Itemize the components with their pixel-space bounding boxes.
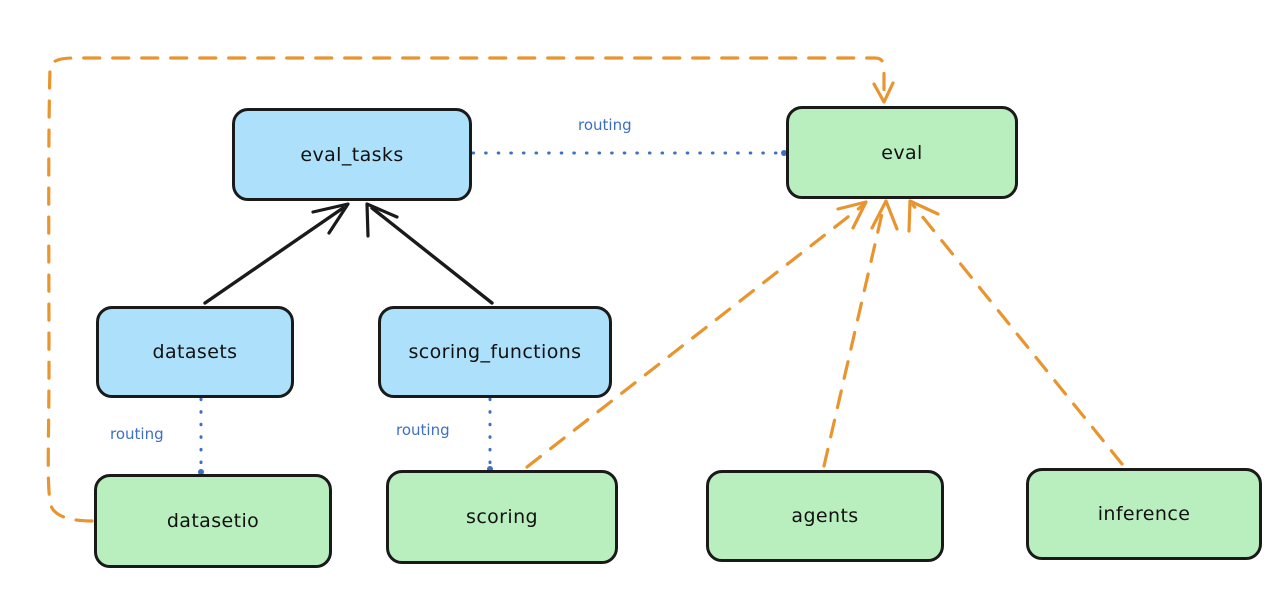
node-inference[interactable]: inference [1026,468,1262,560]
edge-label-routing-scoring-functions: routing [396,421,450,439]
node-eval[interactable]: eval [786,106,1018,199]
edge-datasetio-eval [46,56,895,523]
node-datasetio-label: datasetio [166,510,260,532]
node-agents-label: agents [791,505,859,527]
node-datasets-label: datasets [152,341,238,363]
node-inference-label: inference [1097,503,1191,525]
node-agents[interactable]: agents [706,470,944,562]
edge-agents-eval [822,199,899,468]
edge-scoring-functions-scoring [487,397,493,472]
edge-datasets-datasetio [198,397,204,475]
node-datasets[interactable]: datasets [96,306,294,398]
edge-scoring-eval [525,200,868,469]
edge-label-routing-datasets: routing [110,425,164,443]
node-eval-tasks-label: eval_tasks [300,143,404,166]
node-scoring-label: scoring [466,506,538,528]
node-eval-label: eval [881,141,923,164]
edge-datasets-eval-tasks [203,202,350,305]
edge-label-routing-eval-tasks: routing [578,116,632,134]
node-scoring[interactable]: scoring [386,470,618,564]
edge-eval-tasks-eval [471,150,787,156]
edge-inference-eval [907,199,1124,466]
node-scoring-functions-label: scoring_functions [408,341,582,363]
edge-scoring-functions-eval-tasks [365,202,494,305]
node-scoring-functions[interactable]: scoring_functions [378,306,612,398]
node-eval-tasks[interactable]: eval_tasks [232,108,472,201]
node-datasetio[interactable]: datasetio [94,474,332,568]
